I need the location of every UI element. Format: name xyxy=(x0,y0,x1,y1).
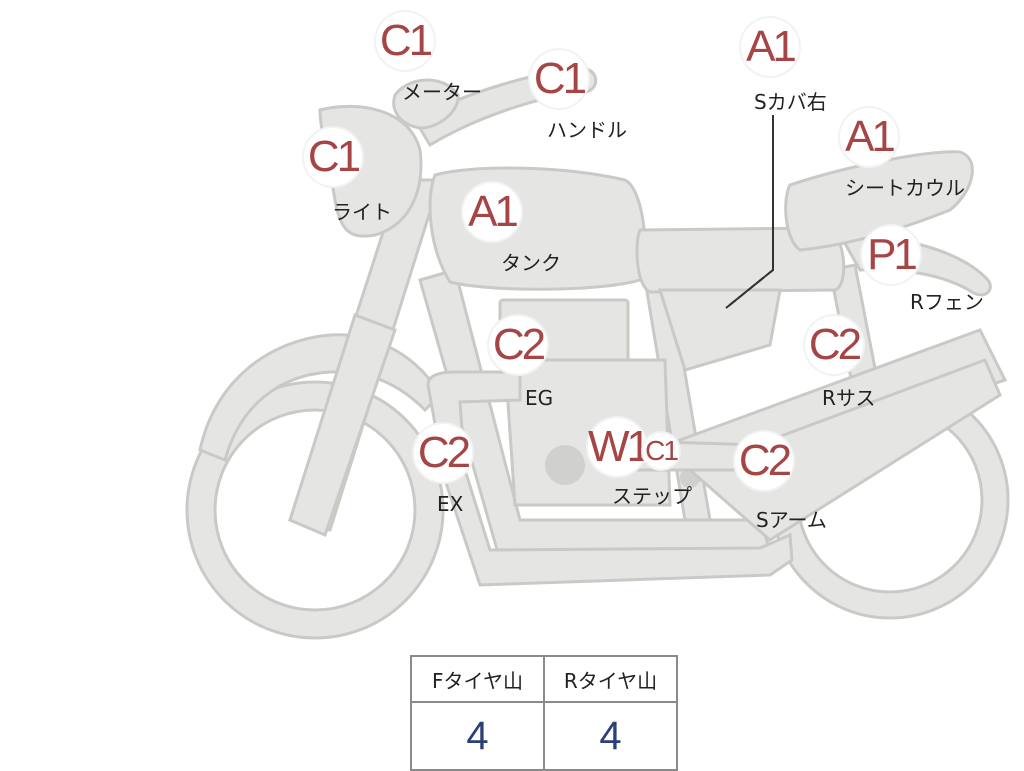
part-label: ハンドル xyxy=(547,118,627,142)
front-tire-value: 4 xyxy=(410,701,545,771)
grade-badge-secondary: C1 xyxy=(643,433,679,469)
side-cover-shape xyxy=(657,288,782,372)
meter-shape xyxy=(392,78,460,130)
table-row: 4 4 xyxy=(410,701,678,771)
grade-badge: P1 xyxy=(862,226,920,284)
rear-tire-header: Rタイヤ山 xyxy=(543,655,678,703)
part-label: シートカウル xyxy=(845,176,965,200)
grade-badge: C2 xyxy=(489,316,547,374)
grade-badge: A1 xyxy=(840,108,898,166)
seat-cowl-shape xyxy=(784,150,974,252)
part-label: Rフェン xyxy=(910,290,984,314)
part-label: ステップ xyxy=(612,484,692,508)
part-label: EX xyxy=(437,492,464,516)
rear-tire-value: 4 xyxy=(543,701,678,771)
part-label: メーター xyxy=(402,80,482,104)
fork-lower xyxy=(288,313,397,538)
grade-badge: C1 xyxy=(376,12,434,70)
part-label: Rサス xyxy=(822,386,876,410)
part-label: Sカバ右 xyxy=(754,90,827,114)
grade-badge: C1 xyxy=(530,50,588,108)
grade-badge: A1 xyxy=(463,183,521,241)
table-header-row: Fタイヤ山 Rタイヤ山 xyxy=(410,655,678,703)
tire-tread-table: Fタイヤ山 Rタイヤ山 4 4 xyxy=(410,655,678,771)
part-label: EG xyxy=(525,386,554,410)
grade-badge: C2 xyxy=(805,316,863,374)
leader-dash xyxy=(725,269,774,309)
part-label: タンク xyxy=(501,251,561,275)
part-label: ライト xyxy=(332,200,392,224)
chain-guard xyxy=(687,358,1002,542)
grade-badge: C2 xyxy=(414,424,472,482)
grade-badge: W1 xyxy=(588,418,651,476)
front-tire-header: Fタイヤ山 xyxy=(410,655,545,703)
part-label: Sアーム xyxy=(756,508,827,532)
grade-badge: C2 xyxy=(735,432,793,490)
grade-badge: A1 xyxy=(741,18,799,76)
grade-badge: C1 xyxy=(304,128,362,186)
